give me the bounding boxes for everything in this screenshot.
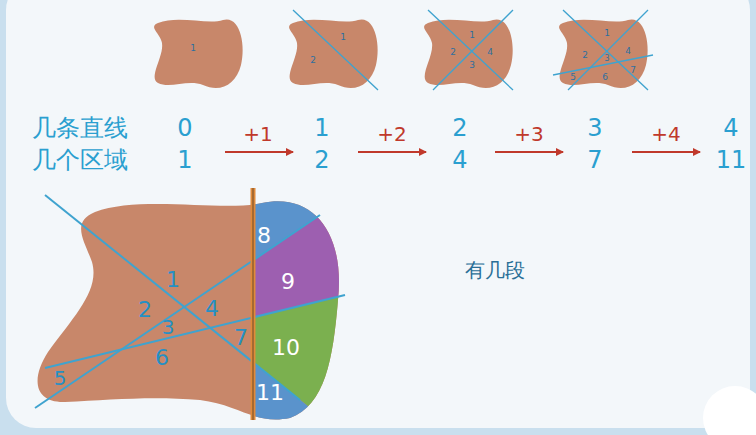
new-line (251, 188, 256, 420)
callout-number: 1 (190, 44, 196, 53)
callout-number: 2 (582, 51, 588, 60)
callout-number: 7 (630, 66, 636, 75)
region-number: 1 (166, 269, 180, 291)
step-label: +3 (514, 124, 543, 144)
callout-number: 1 (604, 29, 610, 38)
count-number: 1 (314, 116, 329, 140)
count-number: 2 (314, 148, 329, 172)
new-regions (253, 150, 400, 435)
region-number: 5 (54, 368, 67, 388)
question-text: 有几段 (465, 260, 525, 280)
region-number: 3 (162, 317, 175, 337)
callout-number: 1 (340, 33, 346, 42)
region-number: 11 (256, 382, 284, 404)
row-label: 几条直线 (32, 116, 128, 140)
new-line-core (253, 188, 254, 420)
region-number: 6 (155, 347, 169, 369)
blob-2-lines (424, 10, 513, 90)
region-number: 8 (257, 225, 271, 247)
blob-3-lines (553, 10, 653, 90)
count-number: 11 (716, 148, 747, 172)
callout-number: 5 (570, 73, 576, 82)
callout-number: 4 (487, 48, 493, 57)
count-number: 2 (452, 116, 467, 140)
callout-number: 2 (450, 48, 456, 57)
region-number: 4 (205, 298, 219, 320)
big-lines (35, 195, 345, 408)
count-number: 4 (723, 116, 738, 140)
callout-number: 4 (625, 47, 631, 56)
region-number: 10 (272, 337, 300, 359)
row-label: 几个区域 (32, 148, 128, 172)
callout-number: 2 (310, 56, 316, 65)
callout-number: 1 (469, 31, 475, 40)
count-number: 4 (452, 148, 467, 172)
count-number: 3 (587, 116, 602, 140)
region-number: 9 (281, 271, 295, 293)
count-number: 0 (177, 116, 192, 140)
step-label: +2 (377, 124, 406, 144)
panel (6, 0, 750, 428)
callout-number: 3 (604, 55, 609, 63)
region-number: 2 (138, 299, 152, 321)
callout-number: 6 (602, 73, 608, 82)
count-number: 7 (587, 148, 602, 172)
blob-1-line (289, 10, 378, 90)
blob-0-lines (154, 19, 243, 88)
count-number: 1 (177, 148, 192, 172)
step-label: +4 (651, 124, 680, 144)
callout-number: 3 (469, 61, 475, 70)
corner-blob (703, 386, 756, 435)
step-label: +1 (243, 124, 272, 144)
region-number: 7 (234, 327, 248, 349)
